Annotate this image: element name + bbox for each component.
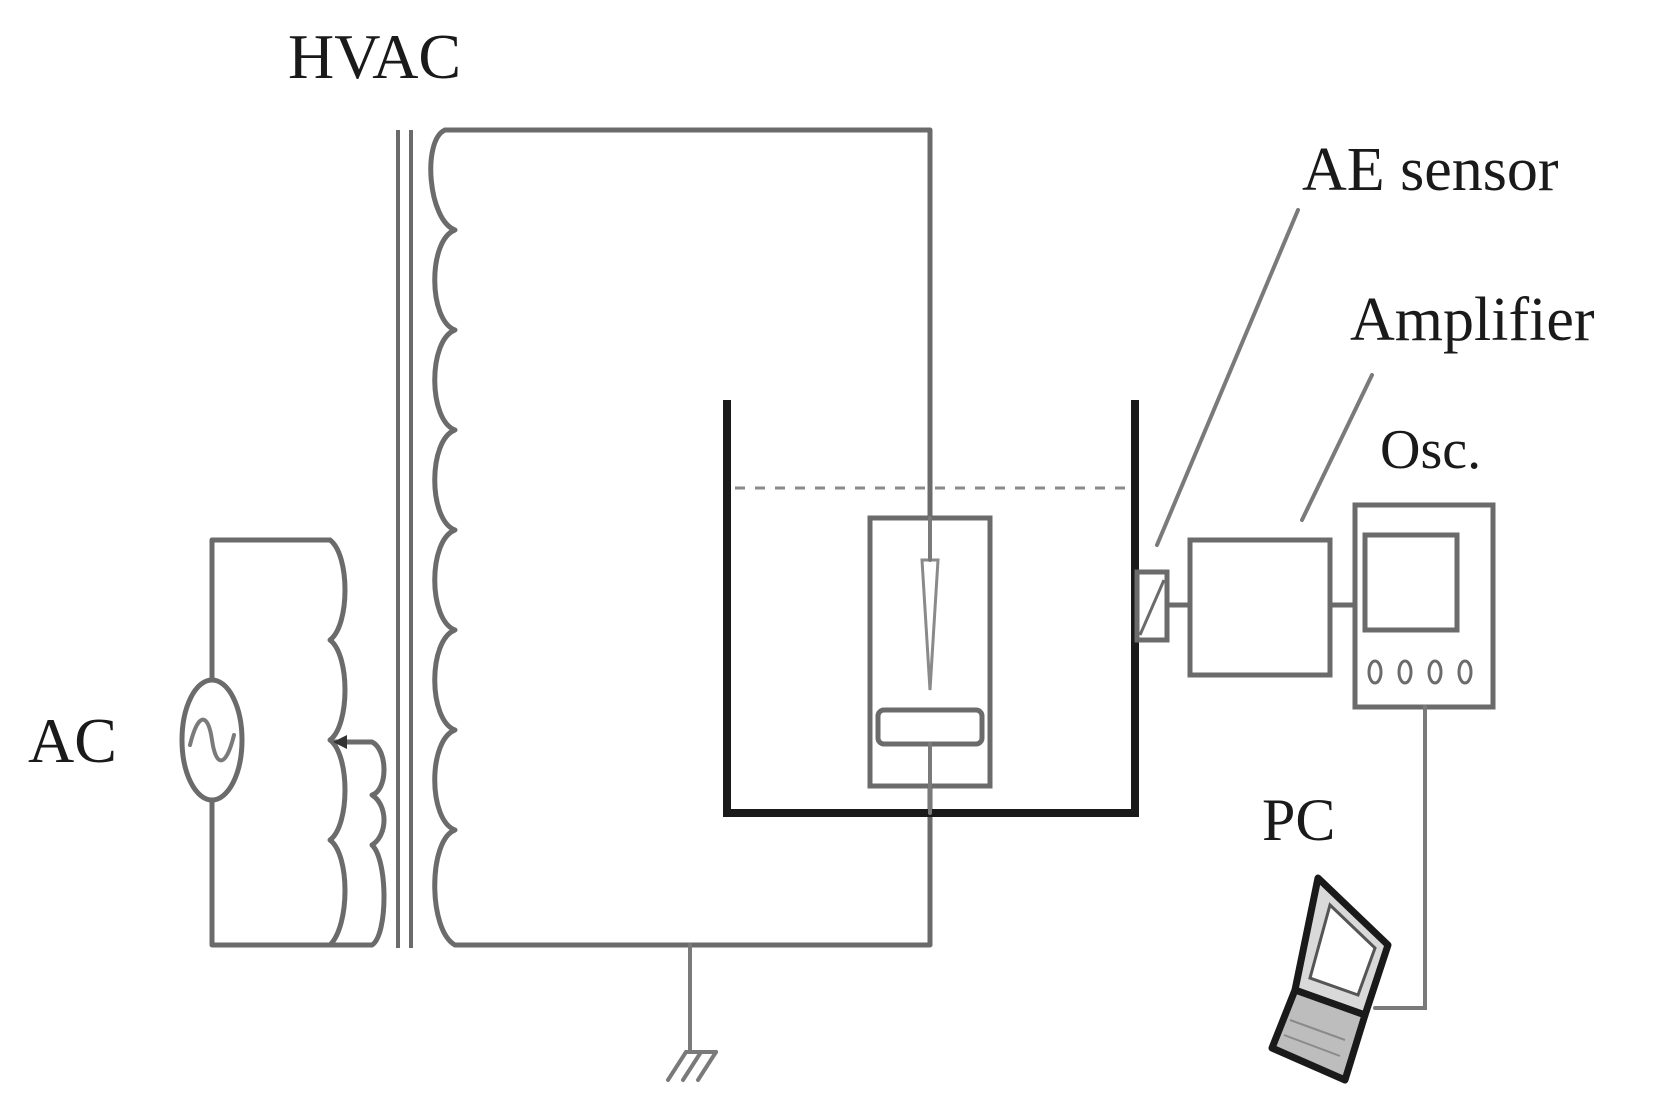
ground-icon — [666, 943, 718, 1082]
hv-lead-wire — [442, 127, 933, 558]
osc-label: Osc. — [1380, 419, 1481, 481]
primary-circuit-wire — [209, 537, 343, 948]
oscilloscope-screen — [1362, 532, 1460, 633]
ae-sensor-pointer — [1155, 208, 1300, 547]
osc-to-pc-wire — [1373, 705, 1427, 1010]
ac-label: AC — [28, 705, 117, 776]
amplifier-label: Amplifier — [1350, 286, 1595, 354]
amplifier-box — [1187, 537, 1333, 678]
ae-sensor-label: AE sensor — [1302, 136, 1559, 204]
return-wire — [452, 782, 933, 948]
hv-secondary-coil — [428, 127, 458, 948]
oscilloscope-knobs-icon — [1367, 659, 1473, 685]
ae-sensor-hatch — [1138, 579, 1166, 636]
amplifier-pointer — [1300, 373, 1374, 522]
hvac-label: HVAC — [288, 21, 461, 92]
tap-arrow-icon — [333, 735, 347, 749]
plate-electrode — [875, 707, 985, 747]
variac-coil — [327, 537, 348, 948]
laptop-icon — [1268, 874, 1392, 1084]
ac-source-icon — [179, 677, 245, 803]
variac-tap — [332, 739, 387, 948]
pc-label: PC — [1262, 787, 1335, 853]
